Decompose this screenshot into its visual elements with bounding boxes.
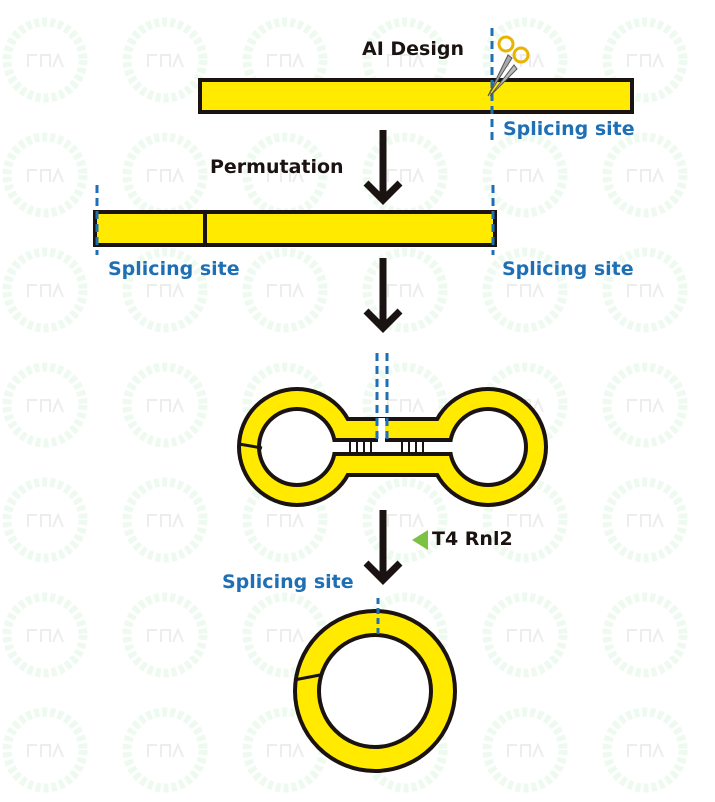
- watermark-logo-lettering: [387, 282, 424, 298]
- watermark-gear-icon: [362, 477, 448, 563]
- watermark-gear-icon: [122, 477, 208, 563]
- scissors-icon: [487, 35, 530, 97]
- watermark-gear-icon: [122, 17, 208, 103]
- splicing-site-label: Splicing site: [503, 118, 635, 140]
- watermark-gear-icon: [362, 247, 448, 333]
- watermark-gear-icon: [602, 592, 688, 678]
- watermark-logo-lettering: [507, 167, 544, 183]
- watermark-gear-icon: [2, 247, 88, 333]
- watermark-logo-lettering: [627, 52, 664, 68]
- watermark-gear-icon: [362, 132, 448, 218]
- watermark-gear-icon: [482, 247, 568, 333]
- watermark-logo-lettering: [267, 167, 304, 183]
- watermark-logo-lettering: [147, 52, 184, 68]
- watermark-logo-lettering: [267, 512, 304, 528]
- splicing-site-label: Splicing site: [222, 571, 354, 593]
- arrow-down-icon: [363, 130, 403, 205]
- permutation-label: Permutation: [210, 156, 344, 178]
- enzyme-triangle-icon: [412, 530, 428, 550]
- watermark-gear-icon: [602, 362, 688, 448]
- splicing-site-label: Splicing site: [108, 258, 240, 280]
- watermark-logo-lettering: [147, 397, 184, 413]
- watermark-gear-icon: [602, 477, 688, 563]
- watermark-gear-icon: [122, 592, 208, 678]
- watermark-gear-icon: [602, 707, 688, 793]
- watermark-gear-icon: [122, 247, 208, 333]
- watermark-logo-lettering: [27, 397, 64, 413]
- watermark-logo-lettering: [387, 167, 424, 183]
- watermark-logo-lettering: [147, 512, 184, 528]
- arrow-down-icon: [363, 510, 403, 585]
- watermark-logo-lettering: [27, 512, 64, 528]
- watermark-logo-lettering: [387, 52, 424, 68]
- watermark-logo-lettering: [627, 627, 664, 643]
- watermark-logo-lettering: [147, 167, 184, 183]
- watermark-gear-icon: [602, 247, 688, 333]
- watermark-gear-icon: [2, 592, 88, 678]
- watermark-logo-lettering: [627, 167, 664, 183]
- watermark-gear-icon: [482, 592, 568, 678]
- watermark-logo-lettering: [507, 627, 544, 643]
- watermark-logo-lettering: [147, 627, 184, 643]
- watermark-gear-icon: [602, 132, 688, 218]
- watermark-gear-icon: [122, 132, 208, 218]
- watermark-logo-lettering: [27, 52, 64, 68]
- watermark-gear-icon: [602, 17, 688, 103]
- rna-circular-ring: [293, 609, 457, 773]
- rna-linear-strand: [198, 78, 634, 114]
- watermark-gear-icon: [2, 362, 88, 448]
- watermark-gear-icon: [2, 17, 88, 103]
- watermark-gear-icon: [2, 477, 88, 563]
- watermark-gear-icon: [2, 707, 88, 793]
- watermark-gear-icon: [482, 707, 568, 793]
- watermark-logo-lettering: [507, 282, 544, 298]
- watermark-layer: [2, 17, 688, 793]
- watermark-logo-lettering: [27, 282, 64, 298]
- watermark-logo-lettering: [147, 282, 184, 298]
- watermark-logo-lettering: [387, 397, 424, 413]
- watermark-logo-lettering: [387, 512, 424, 528]
- watermark-logo-lettering: [267, 627, 304, 643]
- rna-dumbbell-structure: [237, 387, 548, 507]
- watermark-logo-lettering: [627, 282, 664, 298]
- watermark-logo-lettering: [147, 742, 184, 758]
- enzyme-label: T4 Rnl2: [432, 528, 513, 550]
- ai-design-label: AI Design: [362, 38, 464, 60]
- watermark-logo-lettering: [27, 742, 64, 758]
- watermark-logo-lettering: [267, 282, 304, 298]
- arrow-down-icon: [363, 258, 403, 333]
- watermark-gear-icon: [482, 132, 568, 218]
- watermark-logo-lettering: [627, 397, 664, 413]
- watermark-logo-lettering: [267, 742, 304, 758]
- watermark-logo-lettering: [507, 742, 544, 758]
- watermark-logo-lettering: [627, 512, 664, 528]
- watermark-logo-lettering: [27, 167, 64, 183]
- watermark-gear-icon: [242, 247, 328, 333]
- rna-permuted-strand: [93, 210, 497, 247]
- watermark-logo-lettering: [507, 512, 544, 528]
- splicing-site-label: Splicing site: [502, 258, 634, 280]
- watermark-gear-icon: [122, 362, 208, 448]
- watermark-logo-lettering: [27, 627, 64, 643]
- watermark-logo-lettering: [267, 52, 304, 68]
- watermark-logo-lettering: [627, 742, 664, 758]
- watermark-gear-icon: [122, 707, 208, 793]
- watermark-gear-icon: [2, 132, 88, 218]
